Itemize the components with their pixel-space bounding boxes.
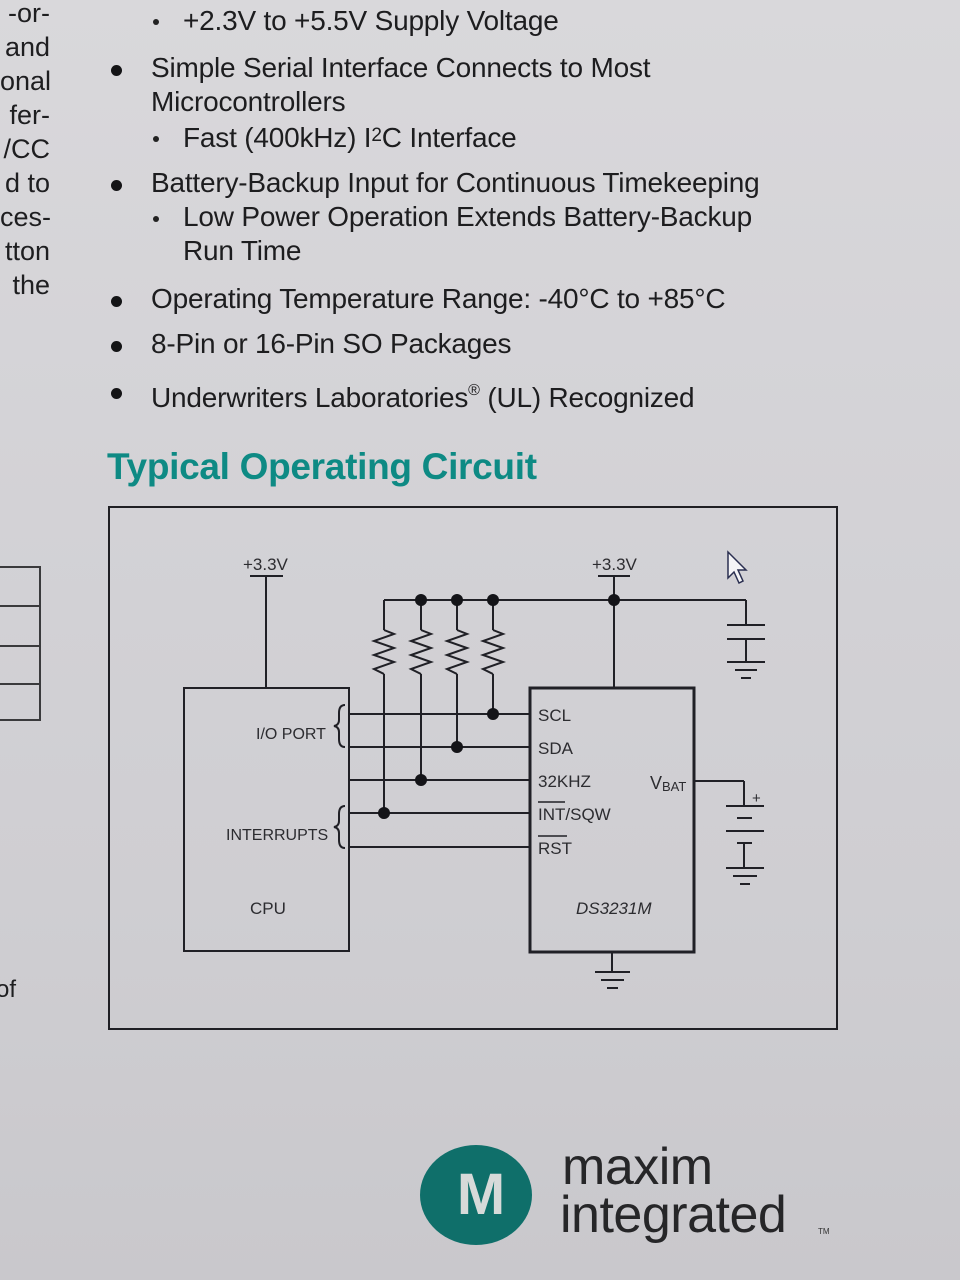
logo-word-integrated: integrated (560, 1186, 787, 1244)
item-text: Underwriters Laboratories (151, 382, 469, 413)
cpu-block (183, 687, 350, 952)
interrupts-brace (333, 805, 346, 849)
feature-item: Battery-Backup Input for Continuous Time… (151, 167, 760, 198)
left-fragment: ces- (0, 202, 52, 232)
left-fragment: /CC (3, 134, 51, 164)
item-text: (UL) Recognized (479, 382, 695, 413)
io-port-label: I/O PORT (256, 726, 326, 743)
mouse-cursor-icon (727, 550, 748, 585)
left-fragment: the (12, 270, 50, 300)
feature-sub-item: Fast (400kHz) I2C Interface (183, 119, 517, 155)
feature-item: Simple Serial Interface Connects to Most (151, 52, 651, 83)
sub-bullet (153, 136, 159, 142)
logo-trademark: TM (818, 1227, 830, 1236)
io-port-brace (333, 704, 346, 748)
rtc-chip-label: DS3231M (576, 899, 652, 918)
logo-word-maxim: maxim (562, 1138, 713, 1196)
left-table-fragment (0, 566, 41, 721)
feature-item: 8-Pin or 16-Pin SO Packages (151, 328, 512, 359)
pin-sda: SDA (538, 739, 574, 758)
bullet (111, 180, 122, 191)
pin-32khz: 32KHZ (538, 772, 591, 791)
resistor-r4 (479, 629, 507, 675)
feature-sub-item: +2.3V to +5.5V Supply Voltage (183, 5, 559, 36)
feature-item-cont: Microcontrollers (151, 86, 346, 117)
cpu-supply-label: +3.3V (243, 555, 289, 574)
junction-dot (451, 594, 463, 606)
junction-dot (487, 708, 499, 720)
table-row-divider (0, 645, 39, 647)
resistor-r3 (443, 629, 471, 675)
feature-item: Operating Temperature Range: -40°C to +8… (151, 283, 726, 314)
superscript: 2 (371, 125, 382, 146)
left-fragment: -or- (8, 0, 50, 28)
left-fragment: d to (4, 168, 50, 198)
interrupts-label: INTERRUPTS (226, 827, 328, 844)
left-fragment: onal (0, 66, 52, 96)
pin-rst: RST (538, 839, 572, 858)
pin-scl: SCL (538, 706, 571, 725)
logo-mark: M (456, 1162, 505, 1227)
bullet (111, 341, 122, 352)
left-fragment-bottom: of (0, 976, 17, 1003)
feature-sub-item: Low Power Operation Extends Battery-Back… (183, 201, 753, 232)
sub-bullet (153, 19, 159, 25)
junction-dot (608, 594, 620, 606)
resistor-r1 (370, 629, 398, 675)
circuit-frame (108, 506, 838, 1030)
logo-circle-icon: M (420, 1145, 532, 1245)
sub-text: Fast (400kHz) I (183, 122, 372, 153)
left-fragment: fer- (9, 100, 51, 130)
feature-sub-item-cont: Run Time (183, 235, 302, 266)
junction-dot (415, 594, 427, 606)
cpu-label: CPU (250, 899, 286, 918)
left-column-text: -or- and onal fer- /CC d to ces- tton th… (0, 0, 52, 302)
bullet (111, 65, 122, 76)
battery-plus-label: + (752, 790, 761, 807)
left-fragment: and (4, 32, 50, 62)
registered-mark: ® (468, 382, 480, 399)
junction-dot (378, 807, 390, 819)
sub-text: C Interface (381, 122, 517, 153)
junction-dot (415, 774, 427, 786)
table-row-divider (0, 683, 39, 685)
vbat-label-sub: BAT (662, 779, 686, 794)
vbat-label-main: V (650, 773, 662, 793)
table-row-divider (0, 605, 39, 607)
section-title: Typical Operating Circuit (107, 446, 537, 487)
resistor-r2 (407, 629, 435, 675)
junction-dot (487, 594, 499, 606)
left-fragment: tton (4, 236, 50, 266)
bullet (111, 296, 122, 307)
rtc-supply-label: +3.3V (592, 555, 638, 574)
feature-item: Underwriters Laboratories® (UL) Recogniz… (151, 374, 695, 415)
sub-bullet (153, 216, 159, 222)
junction-dot (451, 741, 463, 753)
pin-int-sqw: INT/SQW (538, 805, 611, 824)
bullet (111, 388, 122, 399)
